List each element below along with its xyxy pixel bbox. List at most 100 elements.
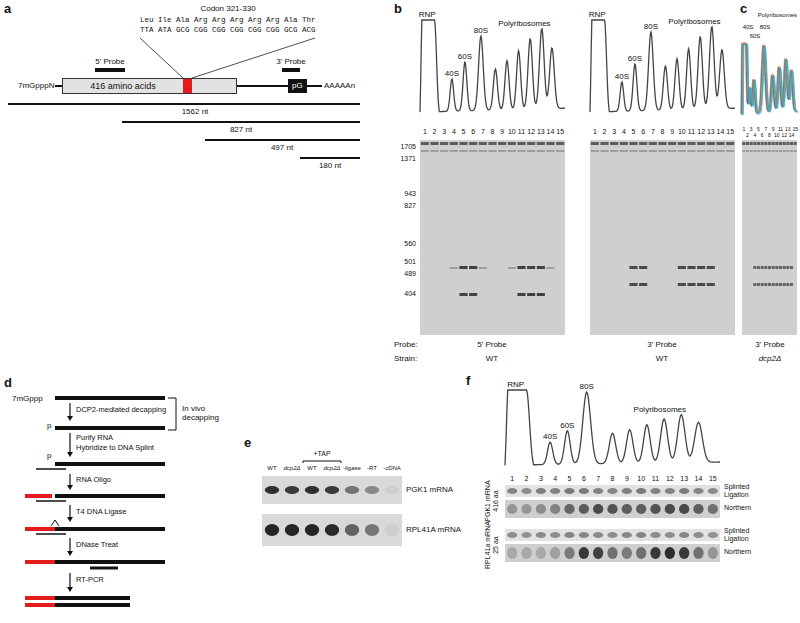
amino-acid-row: Leu Ile Ala Arg Arg Arg Arg Arg Ala Thr xyxy=(140,16,316,25)
fragment-line xyxy=(122,121,360,123)
gel-band xyxy=(753,142,756,145)
gel-band xyxy=(761,266,764,269)
gel-band xyxy=(636,547,646,559)
phosphate-label: p xyxy=(47,421,51,430)
gel-band xyxy=(697,150,705,152)
lane-number: 8 xyxy=(611,475,615,483)
gel-band xyxy=(450,267,458,269)
lane-number: 5 xyxy=(568,475,572,483)
fragment-size: 497 nt xyxy=(271,143,293,152)
lane-number: 11 xyxy=(688,128,695,136)
size-marker: 404 xyxy=(404,290,416,298)
lane-number: 1 xyxy=(510,475,514,483)
gel-band xyxy=(521,504,531,514)
gel-band xyxy=(697,266,705,269)
gel-image xyxy=(505,500,720,518)
gel-band xyxy=(550,488,560,494)
step-arrow xyxy=(69,505,70,518)
gel-band xyxy=(650,488,660,494)
gel-band xyxy=(742,150,745,152)
gel-band xyxy=(521,547,531,559)
gel-band xyxy=(679,504,689,514)
lane-number: 4 xyxy=(553,475,557,483)
gel-band xyxy=(708,532,718,538)
pcr-product xyxy=(25,596,55,600)
gel-band xyxy=(658,142,666,145)
step-label: T4 DNA Ligase xyxy=(76,508,126,517)
assay-label: Splinted Ligation xyxy=(724,527,774,543)
gel-band xyxy=(479,142,487,145)
gel-band xyxy=(726,142,734,145)
lane-number: 9 xyxy=(772,127,775,133)
gel-band xyxy=(385,524,399,536)
gel-band xyxy=(591,150,599,152)
lane-number: 7 xyxy=(764,127,767,133)
gel-band xyxy=(265,486,279,494)
gel-band xyxy=(679,547,689,559)
lane-number: 10 xyxy=(637,475,645,483)
gel-band xyxy=(550,547,560,559)
gel-band xyxy=(459,293,467,296)
gel-band xyxy=(305,486,319,494)
lane-label: -cDNA xyxy=(383,465,401,472)
fragment-size: 827 nt xyxy=(230,125,252,134)
peak-label: 60S xyxy=(560,421,574,430)
rna-strand xyxy=(55,462,165,466)
gel-band xyxy=(693,547,703,559)
lane-number: 15 xyxy=(792,127,798,133)
lane-number: 15 xyxy=(556,128,564,136)
rna-strand xyxy=(55,527,165,531)
gel-band xyxy=(345,486,359,494)
codon-sequence: TTA ATA GCG CGG CGG CGG CGG CGG GCG ACG xyxy=(140,26,316,35)
gel-band xyxy=(469,150,477,152)
gel-band xyxy=(450,150,458,152)
fragment-size: 1562 nt xyxy=(182,107,209,116)
gel-band xyxy=(768,266,771,269)
gel-band xyxy=(693,504,703,514)
size-marker: 827 xyxy=(404,202,416,210)
codon-range: Codon 321-330 xyxy=(200,4,255,13)
lane-number: 5 xyxy=(757,127,760,133)
lane-number: 15 xyxy=(709,475,717,483)
gel-band xyxy=(607,532,617,538)
rna-strand xyxy=(55,494,165,498)
gel-band xyxy=(469,142,477,145)
lane-label: WT xyxy=(307,465,316,472)
lane-number: 12 xyxy=(697,128,705,136)
gel-band xyxy=(650,547,660,559)
gel-band xyxy=(687,142,695,145)
gel-band xyxy=(639,266,647,269)
coding-region-box: 416 amino acids xyxy=(62,78,237,94)
gel-band xyxy=(421,142,429,145)
gel-band xyxy=(579,488,589,494)
lane-number: 13 xyxy=(537,128,545,136)
size-marker: 489 xyxy=(404,270,416,278)
lane-number: 14 xyxy=(695,475,703,483)
lane-number: 8 xyxy=(491,128,495,136)
assay-label: Splinted Ligation xyxy=(724,483,774,499)
gel-band xyxy=(708,488,718,494)
gel-band xyxy=(783,266,786,269)
gel-band xyxy=(579,504,589,514)
gel-band xyxy=(764,283,767,286)
peak-label: 80S xyxy=(644,22,658,31)
lane-number: 2 xyxy=(525,475,529,483)
pg-tract-box: pG xyxy=(288,79,307,92)
peak-label: Polyribosomes xyxy=(498,19,550,28)
mrna-line xyxy=(307,85,322,87)
gel-band xyxy=(285,486,299,494)
gel-band xyxy=(786,283,789,286)
size-marker: 560 xyxy=(404,240,416,248)
pcr-product xyxy=(25,603,55,607)
panel-letter: a xyxy=(4,2,11,17)
probe-label: 3' Probe xyxy=(276,57,306,66)
lane-number: 6 xyxy=(641,128,645,136)
gel-band xyxy=(772,283,775,286)
panel-letter: b xyxy=(394,2,402,17)
gel-band xyxy=(508,142,516,145)
gel-band xyxy=(600,150,608,152)
lane-number: 8 xyxy=(768,133,771,139)
row-group-label: RPL41a mRNA 25 aa xyxy=(484,518,500,572)
lane-number: 9 xyxy=(670,128,674,136)
